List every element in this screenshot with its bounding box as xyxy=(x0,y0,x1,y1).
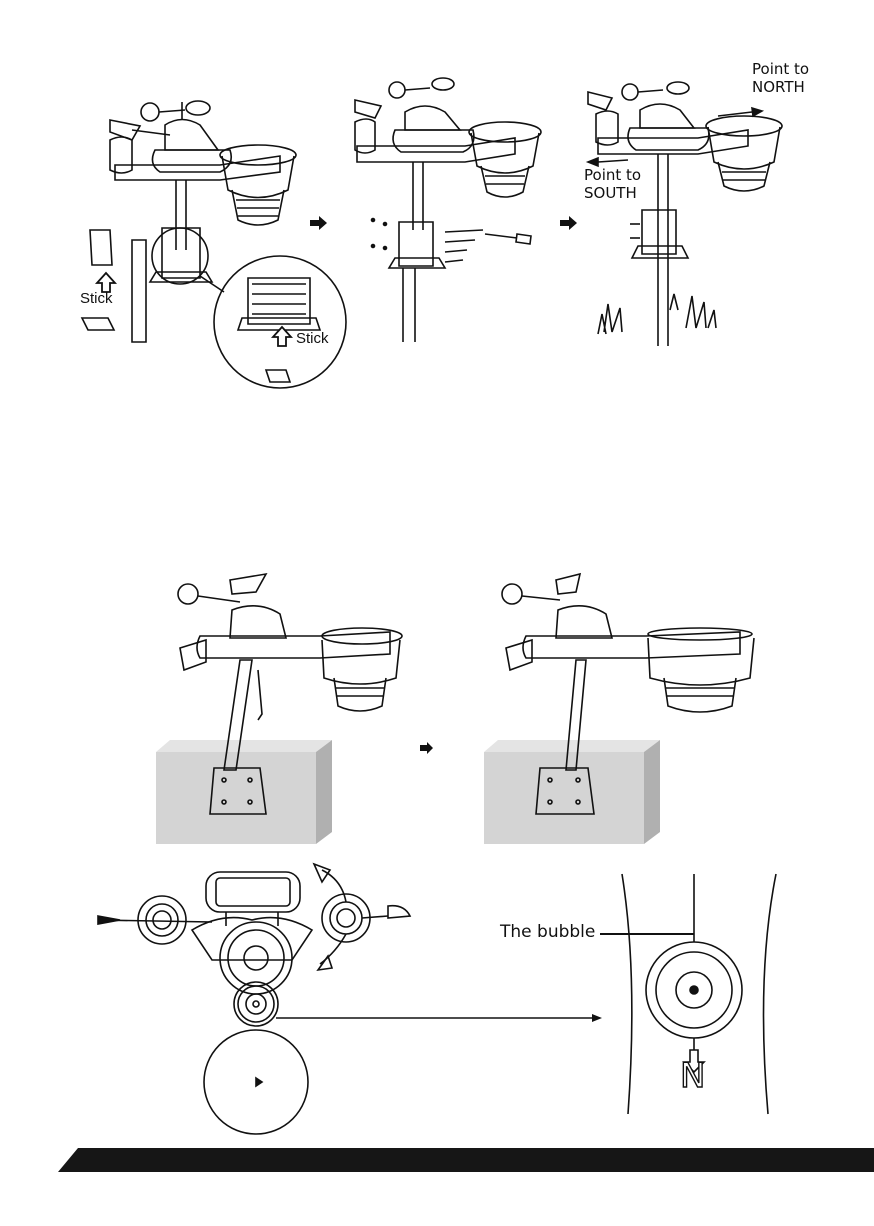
point-south-label: Point to SOUTH xyxy=(584,166,641,202)
weather-sensor-step3-drawing xyxy=(578,70,808,360)
compass-north-letter: N xyxy=(680,1056,705,1096)
bubble-label: The bubble xyxy=(500,922,595,942)
up-arrow-icon xyxy=(272,326,292,348)
bubble-level-detail-drawing xyxy=(610,874,810,1134)
bubble-label-leader xyxy=(600,932,700,936)
weather-sensor-wall-after-drawing xyxy=(500,570,760,830)
footer-bar xyxy=(58,1148,874,1172)
bubble-level-panel: N The bubble xyxy=(0,860,874,1140)
stick-label-detail: Stick xyxy=(296,330,329,347)
step-arrow-icon xyxy=(310,216,328,230)
mounting-steps-panel: Stick Stick xyxy=(0,0,874,390)
pointer-line xyxy=(276,1010,606,1030)
stick-label-left: Stick xyxy=(80,290,113,307)
wall-mount-panel xyxy=(0,560,874,860)
weather-sensor-top-view-drawing xyxy=(92,860,422,1135)
step-arrow-icon xyxy=(420,742,434,754)
weather-sensor-wall-before-drawing xyxy=(170,570,410,830)
weather-sensor-step2-drawing xyxy=(345,70,565,360)
step-arrow-icon xyxy=(560,216,578,230)
point-north-label: Point to NORTH xyxy=(752,60,809,96)
